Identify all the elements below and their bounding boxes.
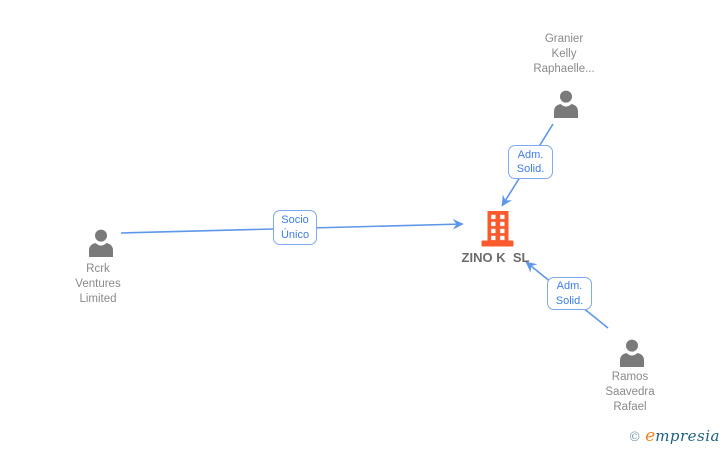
- person-label-line: Kelly: [551, 48, 577, 60]
- person-head: [95, 229, 107, 242]
- person-label-ramos[interactable]: Ramos Saavedra Rafael: [570, 370, 690, 415]
- edge-label-line: Socio: [281, 214, 309, 226]
- brand-watermark: ©empresia: [628, 426, 720, 446]
- person-body: [620, 353, 644, 367]
- copyright-icon: ©: [628, 430, 642, 445]
- edge-label-line: Único: [280, 228, 310, 241]
- edge-label-socio-unico: Socio Único: [273, 210, 317, 245]
- brand-logo-e: e: [645, 426, 656, 446]
- edge-label-adm-solid-granier: Adm. Solid.: [508, 145, 553, 179]
- building-windows: [491, 214, 505, 241]
- person-label-line: Ventures: [75, 278, 121, 290]
- person-label-line: Raphaelle...: [533, 63, 595, 75]
- person-label-line: Limited: [79, 293, 117, 305]
- person-icon-ramos[interactable]: [620, 339, 644, 367]
- brand-logo-text: mpresia: [655, 427, 720, 445]
- person-body: [554, 104, 578, 118]
- person-label-rcrk[interactable]: Rcrk Ventures Limited: [38, 262, 158, 307]
- edge-label-adm-solid-ramos: Adm. Solid.: [547, 277, 592, 310]
- edge-label-line: Adm.: [556, 280, 583, 292]
- edge-label-line: Solid.: [516, 163, 545, 175]
- building-tower: [487, 211, 509, 242]
- person-label-line: Granier: [544, 33, 584, 45]
- person-head: [560, 90, 572, 103]
- person-label-line: Saavedra: [605, 386, 655, 398]
- person-head: [626, 339, 638, 352]
- company-building-icon[interactable]: [481, 211, 514, 247]
- person-label-line: Rafael: [613, 401, 647, 413]
- edge-label-line: Solid.: [555, 294, 584, 307]
- person-label-granier[interactable]: Granier Kelly Raphaelle...: [504, 32, 624, 77]
- edge-label-line: Adm.: [517, 148, 544, 161]
- person-body: [89, 243, 113, 257]
- person-label-line: Ramos: [611, 371, 649, 383]
- person-icon-rcrk[interactable]: [89, 229, 113, 257]
- person-label-line: Rcrk: [86, 263, 110, 275]
- company-name-label[interactable]: ZINO K SL: [461, 250, 530, 265]
- person-icon-granier[interactable]: [554, 90, 578, 118]
